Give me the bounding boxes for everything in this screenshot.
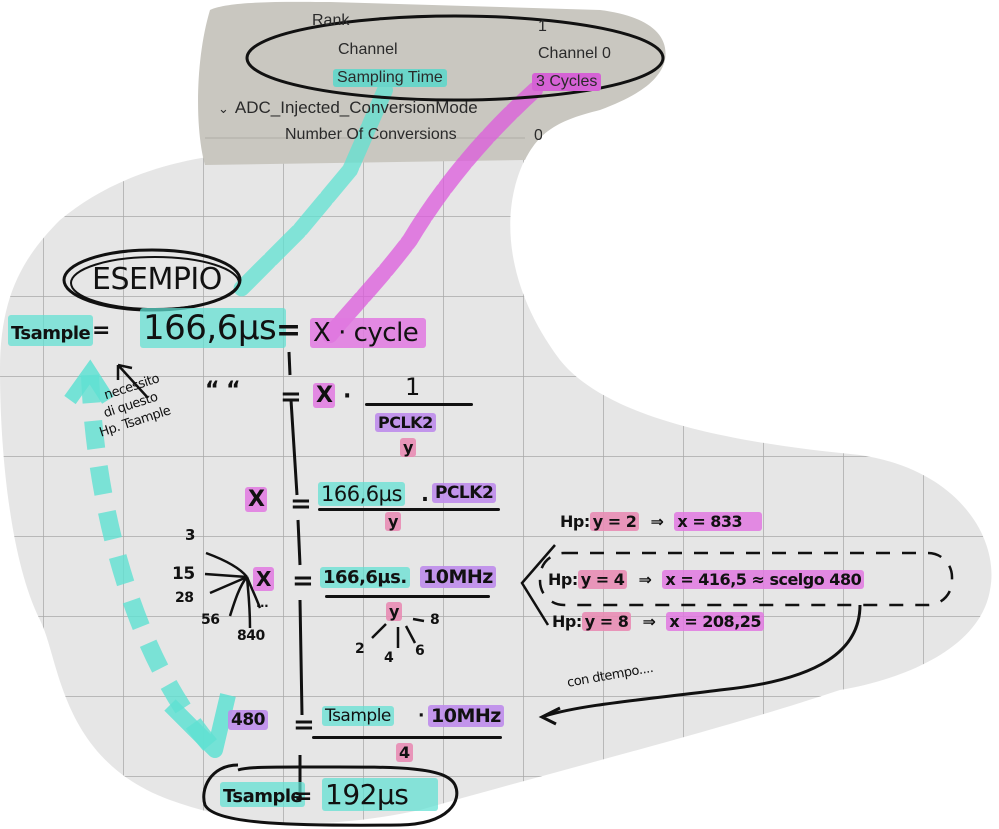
y-variable: y (386, 602, 402, 621)
cyan-connector (232, 82, 393, 298)
result-tsample-label: Tsample (220, 782, 306, 807)
y-variable: y (400, 438, 416, 457)
y-options-branches (371, 617, 425, 648)
sampling-time-value[interactable]: 3 Cycles (532, 73, 602, 91)
cyan-dashed-arrow (81, 374, 217, 751)
ui-rows-circle (245, 14, 665, 102)
frequency-10mhz: 10MHz (420, 566, 496, 588)
x-variable: X (313, 318, 331, 348)
y-option: 8 (430, 612, 440, 628)
x-value: x = 416,5 ≈ scelgo 480 (662, 570, 865, 589)
x-option: 15 (172, 564, 195, 584)
x-variable: X (313, 383, 336, 408)
tsample-value: 166,6µs (140, 308, 287, 348)
x-value: x = 208,25 (666, 612, 765, 631)
result-value: 192µs (322, 778, 439, 811)
x-variable: X (253, 567, 274, 591)
x-options-branches (204, 551, 262, 629)
pclk2-label: PCLK2 (375, 413, 436, 432)
y-variable: y (385, 512, 401, 531)
tsample-label: Tsample (8, 315, 94, 346)
curve-arrow (544, 604, 862, 718)
implies-arrow-icon: ⇒ (650, 512, 664, 531)
channel-value[interactable]: Channel 0 (538, 45, 611, 62)
esempio-title: ESEMPIO (92, 262, 222, 297)
x-variable: X (245, 487, 268, 512)
y-option: 4 (384, 650, 394, 666)
y-value: y = 8 (581, 612, 632, 631)
hypothesis-row: Hp:y = 8 ⇒ x = 208,25 (552, 612, 765, 631)
y-value: y = 2 (589, 512, 640, 531)
section-label: ADC_Injected_ConversionMode (234, 98, 478, 117)
implies-arrow-icon: ⇒ (638, 570, 652, 589)
rank-value: 1 (538, 18, 547, 35)
chevron-down-icon: ⌄ (218, 101, 229, 116)
hypothesis-row: Hp:y = 2 ⇒ x = 833 (560, 512, 763, 531)
hypothesis-row-chosen: Hp:y = 4 ⇒ x = 416,5 ≈ scelgo 480 (548, 570, 865, 589)
equals-sign: = (276, 313, 301, 348)
chosen-hypothesis-box (538, 551, 954, 607)
frequency-10mhz: 10MHz (428, 705, 504, 727)
equality-column (287, 351, 304, 795)
implies-arrow-icon: ⇒ (642, 612, 656, 631)
tsample-label: Tsample (322, 706, 394, 726)
injected-conversion-section[interactable]: ⌄ ADC_Injected_ConversionMode (218, 98, 478, 118)
sampling-time-label: Sampling Time (333, 69, 447, 87)
magenta-connector (322, 82, 543, 343)
x-option: 28 (175, 590, 194, 606)
x-option: ... (256, 596, 269, 610)
y-value: y = 4 (577, 570, 628, 589)
numerator-one: 1 (405, 373, 420, 401)
x-value: x = 833 (674, 512, 763, 531)
pclk2-label: PCLK2 (432, 483, 497, 503)
y-option: 2 (355, 641, 365, 657)
channel-label: Channel (338, 41, 398, 58)
number-of-conversions-label: Number Of Conversions (285, 126, 457, 143)
y-option: 6 (415, 643, 425, 659)
result-circle (202, 763, 459, 827)
x-option: 56 (201, 612, 220, 628)
x-option: 3 (185, 526, 195, 544)
chosen-x-value: 480 (228, 710, 268, 730)
tsample-value: 166,6µs. (320, 567, 410, 588)
tsample-value: 166,6µs (318, 482, 405, 506)
rank-label: Rank (312, 12, 350, 29)
cycle-text: · cycle (338, 318, 419, 348)
x-option: 840 (237, 628, 265, 644)
x-cycle-expression: X · cycle (310, 318, 427, 348)
ditto-marks: “ “ (205, 378, 241, 403)
number-of-conversions-value: 0 (534, 127, 542, 144)
y-chosen-value: 4 (396, 743, 413, 762)
